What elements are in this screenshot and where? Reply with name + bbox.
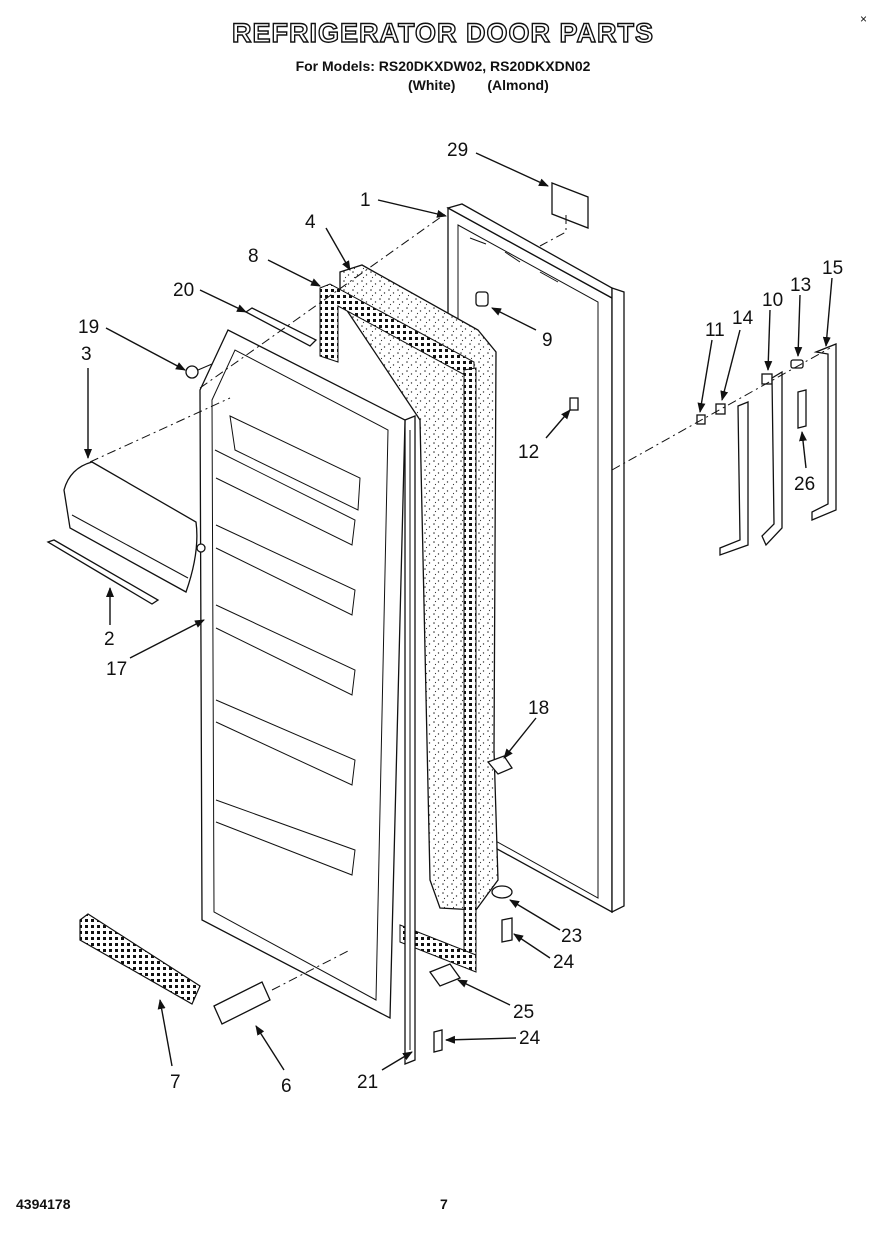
document-number: 4394178: [16, 1196, 71, 1212]
part-26-clip: [797, 389, 807, 429]
part-23-bushing: [491, 885, 513, 899]
callout-24-lower: 24: [519, 1028, 541, 1049]
part-8-gasket: [319, 283, 477, 973]
part-19-screw: [185, 363, 213, 379]
callout-11: 11: [705, 320, 725, 341]
part-14-bracket: [715, 401, 749, 556]
callout-6: 6: [281, 1076, 292, 1097]
part-4-foam-insulation: [339, 264, 499, 911]
part-15-handle: [811, 343, 837, 521]
callout-17: 17: [106, 659, 127, 680]
part-12-clip: [569, 397, 579, 411]
callout-4: 4: [305, 212, 316, 233]
part-21-breaker-strip: [404, 415, 416, 1065]
callout-20: 20: [173, 280, 194, 301]
callout-1: 1: [360, 190, 371, 211]
part-3-dairy-door: [63, 461, 206, 593]
part-11-bracket: [696, 414, 706, 425]
corner-mark: ×: [860, 12, 868, 26]
variant-white: (White): [408, 77, 456, 93]
callout-21: 21: [357, 1072, 378, 1093]
callout-2: 2: [104, 629, 115, 650]
callout-7: 7: [170, 1072, 181, 1093]
callout-23: 23: [561, 926, 582, 947]
models-line: For Models: RS20DKXDW02, RS20DKXDN02: [295, 58, 591, 74]
callout-9: 9: [542, 330, 553, 351]
callout-29: 29: [447, 140, 468, 161]
part-13-screw: [790, 359, 804, 369]
model-variants: (White) (Almond): [408, 77, 577, 93]
callout-19: 19: [78, 317, 99, 338]
callout-13: 13: [790, 275, 811, 296]
part-17-door-liner: [199, 329, 406, 1020]
part-2-dairy-trim: [46, 539, 160, 605]
callout-25: 25: [513, 1002, 534, 1023]
callout-26: 26: [794, 474, 815, 495]
part-25-bottom-bracket: [428, 963, 462, 987]
part-24-screw-lower: [433, 1029, 443, 1053]
part-20-trim: [244, 307, 318, 347]
callout-10: 10: [762, 290, 783, 311]
part-7-toe-grille: [79, 913, 201, 1005]
part-29-label: [551, 182, 589, 229]
page-number: 7: [440, 1196, 448, 1212]
callout-24-upper: 24: [553, 952, 575, 973]
callout-3: 3: [81, 344, 92, 365]
part-10-handle-mount: [761, 370, 783, 547]
variant-almond: (Almond): [487, 77, 549, 93]
callout-14: 14: [732, 308, 754, 329]
page-title: REFRIGERATOR DOOR PARTS: [231, 17, 654, 48]
part-9-plug: [475, 291, 489, 307]
part-24-screw-upper: [501, 917, 513, 943]
callout-12: 12: [518, 442, 539, 463]
callout-8: 8: [248, 246, 259, 267]
callout-18: 18: [528, 698, 549, 719]
callout-15: 15: [822, 258, 843, 279]
part-6-shelf-bracket: [213, 981, 271, 1025]
part-18-hinge-bracket: [486, 755, 513, 775]
